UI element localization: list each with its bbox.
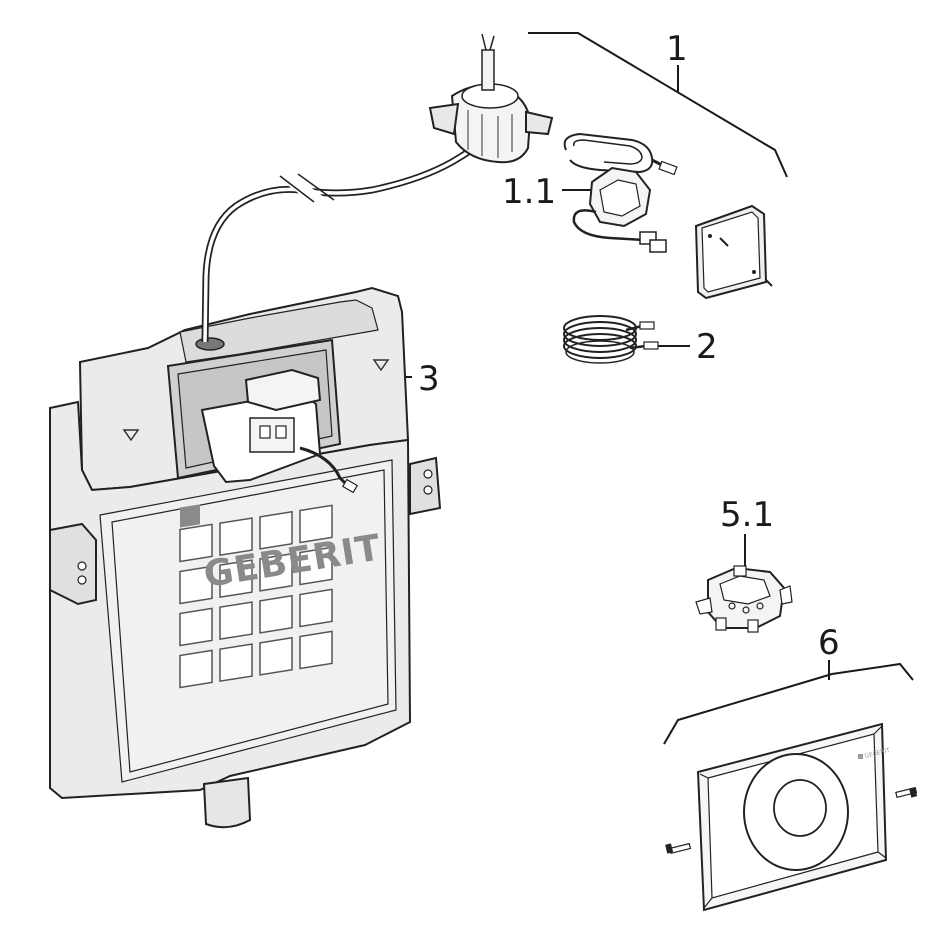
callout-labels: 1 1.1 2 3 5.1 6: [418, 29, 840, 663]
cistern-inlet-hole: [195, 337, 225, 351]
level-mark-icon: [122, 429, 140, 442]
callout-3: 3: [418, 359, 440, 399]
actuator-connector: [259, 425, 271, 439]
module-contact: [728, 602, 736, 610]
electronics-module: [695, 565, 793, 633]
coil-lead: [629, 344, 647, 350]
cistern-panel-grid: [179, 504, 333, 689]
junction-wire: [481, 33, 487, 51]
junction-box: [428, 33, 554, 164]
actuator-cable: [299, 446, 354, 492]
panel-square: [179, 607, 213, 647]
actuator-mechanism: [200, 368, 359, 494]
panel-square: [259, 594, 293, 634]
panel-square: [219, 601, 253, 641]
junction-box-inlet: [481, 49, 495, 91]
junction-box-rib: [467, 110, 513, 158]
bracket-hole: [77, 575, 87, 585]
cistern-left-bracket: [49, 522, 97, 606]
coil-ring: [565, 340, 635, 364]
actuator-module: [249, 417, 295, 453]
cistern-brand-mark-icon: [180, 504, 200, 528]
panel-square: [179, 565, 213, 605]
coil-plug: [643, 341, 659, 350]
screw-icon: [895, 786, 918, 799]
panel-square: [299, 588, 333, 628]
screw-hole-icon: [752, 270, 756, 274]
leader-6: [663, 662, 914, 745]
junction-wire: [489, 35, 495, 51]
coil-plug: [639, 321, 655, 330]
callout-2: 2: [696, 327, 718, 367]
bracket-hole: [423, 485, 433, 495]
concealed-cistern: GEBERIT: [49, 286, 442, 829]
connection-cable: [201, 135, 489, 343]
actuator-plate: GEBERIT: [665, 722, 918, 912]
power-supply-unit: [563, 132, 678, 253]
actuator-cable-plug: [341, 478, 359, 494]
module-clip: [695, 597, 713, 615]
coil-lead: [625, 324, 643, 332]
junction-box-flange: [525, 110, 554, 136]
module-foot: [715, 617, 727, 631]
callout-6: 6: [818, 623, 840, 663]
psu-lead: [572, 209, 645, 242]
cistern-right-bracket: [409, 456, 442, 516]
panel-square: [259, 510, 293, 550]
cable-inner: [203, 136, 488, 343]
module-contact: [756, 602, 764, 610]
psu-cable-plug: [658, 160, 678, 176]
cable-break-line: [279, 175, 315, 203]
panel-square: [259, 552, 293, 592]
psu-body-front: [599, 179, 641, 217]
panel-square: [299, 504, 333, 544]
panel-square: [179, 523, 213, 563]
cable-coil: [563, 315, 659, 364]
plate-bevel: [699, 725, 887, 909]
bracket-hole: [423, 469, 433, 479]
panel-square: [219, 643, 253, 683]
panel-square: [219, 517, 253, 557]
plate-brand-mark-icon: [858, 754, 863, 759]
screw-hole-icon: [708, 234, 712, 238]
callout-1: 1: [666, 29, 688, 69]
actuator-connector: [275, 425, 287, 439]
cable-break-line: [297, 173, 335, 201]
module-foot: [747, 619, 759, 633]
psu-connector: [649, 239, 667, 253]
panel-square: [299, 546, 333, 586]
screw-icon: [765, 279, 773, 287]
psu-coiled-cable: [563, 132, 654, 174]
cable-break-mark: [284, 173, 330, 211]
module-tab: [733, 565, 747, 577]
cistern-front-frame-inner: [111, 469, 389, 773]
callout-1-1: 1.1: [502, 172, 556, 212]
psu-coiled-cable: [572, 139, 643, 165]
cover-plate-face: [701, 211, 761, 293]
module-clip: [779, 585, 793, 605]
junction-box-flange: [428, 102, 460, 136]
panel-square: [179, 649, 213, 689]
screw-icon: [719, 237, 729, 247]
bracket-hole: [77, 561, 87, 571]
level-mark-icon: [372, 359, 390, 372]
module-contact: [742, 606, 750, 614]
panel-square: [219, 559, 253, 599]
cistern-outlet-pipe: [202, 776, 252, 829]
leader-1: [528, 32, 788, 178]
coil-ring: [563, 327, 637, 353]
panel-square: [299, 630, 333, 670]
coil-ring: [563, 321, 637, 347]
panel-square: [259, 636, 293, 676]
callout-5-1: 5.1: [720, 495, 774, 535]
actuator-top-block: [244, 368, 322, 412]
screw-icon: [665, 842, 692, 855]
flush-button-inner: [773, 779, 827, 837]
cover-plate: [694, 204, 773, 300]
